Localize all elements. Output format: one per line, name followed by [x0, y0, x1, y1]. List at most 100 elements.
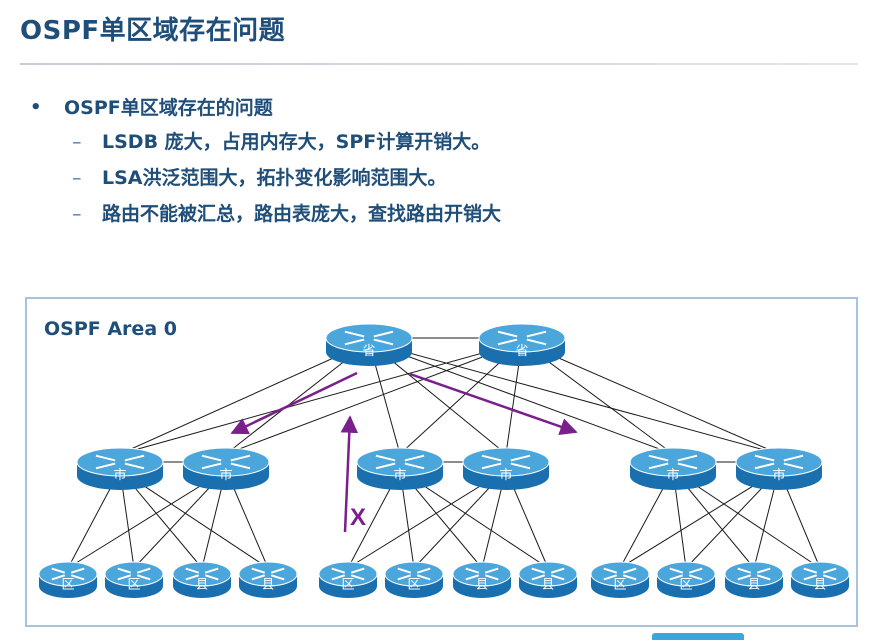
router-top	[590, 561, 650, 587]
router-label: 市	[666, 467, 679, 483]
access-router: 县	[790, 561, 850, 598]
router-arrows-icon	[754, 454, 804, 470]
city-router: 市	[182, 447, 270, 490]
router-top	[172, 561, 232, 587]
router-top	[76, 447, 164, 477]
corner-tab	[652, 633, 744, 640]
dash-icon: –	[72, 203, 82, 225]
router-top	[104, 561, 164, 587]
access-router: 区	[318, 561, 378, 598]
router-label: 县	[261, 577, 274, 592]
flood-arrow-up	[340, 415, 359, 533]
core-city-link	[119, 341, 523, 455]
router-top	[318, 561, 378, 587]
router-top	[325, 323, 413, 353]
access-router: 区	[590, 561, 650, 598]
area-label: OSPF Area 0	[44, 318, 177, 340]
router-label: 县	[475, 577, 488, 592]
access-router: 区	[104, 561, 164, 598]
router-arrows-icon	[803, 567, 837, 581]
access-router: 县	[238, 561, 298, 598]
bullet-sub-item-3: – 路由不能被汇总，路由表庞大，查找路由开销大	[28, 196, 501, 232]
bullet-dot-icon: •	[30, 97, 42, 118]
router-top	[724, 561, 784, 587]
access-router: 区	[38, 561, 98, 598]
router-label: 市	[219, 467, 232, 483]
dash-icon: –	[72, 131, 82, 153]
bullet-sub-text-3: 路由不能被汇总，路由表庞大，查找路由开销大	[102, 203, 502, 225]
city-router: 市	[629, 447, 717, 490]
router-label: 县	[747, 577, 760, 592]
title-divider	[20, 63, 858, 65]
core-router: 省	[478, 323, 566, 366]
core-city-link	[368, 341, 780, 455]
router-label: 区	[127, 577, 140, 592]
router-top	[629, 447, 717, 477]
router-label: 县	[195, 577, 208, 592]
router-arrows-icon	[603, 567, 637, 581]
router-top	[182, 447, 270, 477]
router-label: 市	[393, 467, 406, 483]
bullet-main-text: OSPF单区域存在的问题	[64, 97, 273, 119]
router-label: 区	[613, 577, 626, 592]
access-router: 区	[384, 561, 444, 598]
router-label: 区	[341, 577, 354, 592]
router-top	[518, 561, 578, 587]
city-router: 市	[462, 447, 550, 490]
bullet-sub-text-1: LSDB 庞大，占用内存大，SPF计算开销大。	[102, 131, 491, 153]
bullet-sub-item-1: – LSDB 庞大，占用内存大，SPF计算开销大。	[28, 124, 501, 160]
bullet-sub-text-2: LSA洪泛范围大，拓扑变化影响范围大。	[102, 167, 447, 189]
router-arrows-icon	[397, 567, 431, 581]
router-top	[462, 447, 550, 477]
router-label: 省	[362, 344, 375, 359]
core-router: 省	[325, 323, 413, 366]
router-label: 市	[772, 467, 785, 483]
flood-arrow-right	[409, 372, 578, 436]
router-arrows-icon	[648, 454, 698, 470]
router-arrows-icon	[737, 567, 771, 581]
bullet-list: • OSPF单区域存在的问题 – LSDB 庞大，占用内存大，SPF计算开销大。…	[28, 92, 501, 232]
flood-arrow-left	[230, 371, 358, 435]
core-city-link	[119, 341, 370, 455]
link-failure-mark: X	[350, 504, 366, 531]
city-router: 市	[356, 447, 444, 490]
router-top	[38, 561, 98, 587]
router-label: 区	[407, 577, 420, 592]
router-label: 市	[113, 467, 126, 483]
router-top	[238, 561, 298, 587]
bullet-main-item: • OSPF单区域存在的问题	[28, 92, 501, 124]
router-top	[656, 561, 716, 587]
router-top	[384, 561, 444, 587]
router-arrows-icon	[95, 454, 145, 470]
router-arrows-icon	[185, 567, 219, 581]
core-city-link	[521, 341, 780, 455]
access-router: 县	[518, 561, 578, 598]
city-router: 市	[735, 447, 823, 490]
dash-icon: –	[72, 167, 82, 189]
router-label: 县	[813, 577, 826, 592]
router-top	[452, 561, 512, 587]
access-router: 县	[172, 561, 232, 598]
router-label: 省	[515, 344, 528, 359]
router-arrows-icon	[531, 567, 565, 581]
router-label: 区	[679, 577, 692, 592]
access-router: 县	[724, 561, 784, 598]
router-arrows-icon	[344, 330, 394, 346]
bullet-sub-item-2: – LSA洪泛范围大，拓扑变化影响范围大。	[28, 160, 501, 196]
router-arrows-icon	[375, 454, 425, 470]
router-arrows-icon	[51, 567, 85, 581]
router-arrows-icon	[251, 567, 285, 581]
router-label: 县	[541, 577, 554, 592]
core-city-link	[225, 341, 523, 455]
router-arrows-icon	[331, 567, 365, 581]
router-top	[356, 447, 444, 477]
router-arrows-icon	[481, 454, 531, 470]
router-top	[478, 323, 566, 353]
access-router: 区	[656, 561, 716, 598]
router-arrows-icon	[669, 567, 703, 581]
slide-title: OSPF单区域存在问题	[20, 16, 286, 46]
core-city-link	[368, 341, 674, 455]
router-label: 区	[61, 577, 74, 592]
city-router: 市	[76, 447, 164, 490]
